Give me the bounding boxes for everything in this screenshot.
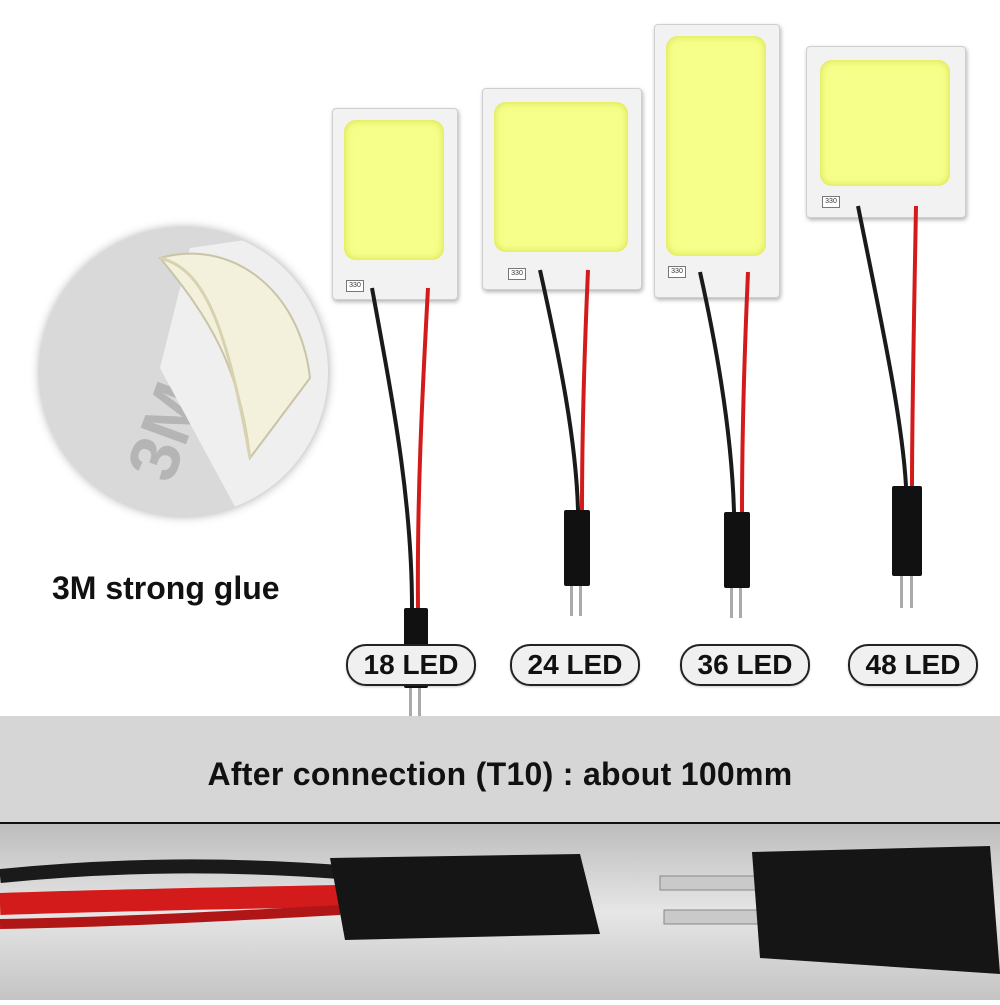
- led-panel-24: 330: [482, 88, 642, 290]
- led-chip: [344, 120, 444, 260]
- resistor-marking: 330: [668, 266, 686, 278]
- led-panel-36: 330: [654, 24, 780, 298]
- peeled-sticker-icon: 3M: [40, 228, 328, 516]
- resistor-marking: 330: [346, 280, 364, 292]
- led-chip: [494, 102, 628, 252]
- connection-banner-text: After connection (T10) : about 100mm: [207, 756, 793, 792]
- resistor-marking: 330: [822, 196, 840, 208]
- connector-plug: [564, 510, 590, 586]
- connector-pin: [663, 909, 770, 925]
- glue-sticker-image: 3M: [40, 228, 328, 516]
- connector-plug: [892, 486, 922, 576]
- glue-caption: 3M strong glue: [52, 570, 280, 606]
- led-chip: [820, 60, 950, 186]
- connector-closeup-illustration: [0, 846, 1000, 974]
- resistor-marking: 330: [508, 268, 526, 280]
- label-18-led: 18 LED: [346, 644, 476, 686]
- label-24-led: 24 LED: [510, 644, 640, 686]
- connector-closeup-image: [0, 824, 1000, 1000]
- led-panel-48: 330: [806, 46, 966, 218]
- connection-banner: [0, 716, 1000, 824]
- wires-36: [698, 271, 750, 618]
- connector-pin: [659, 875, 766, 891]
- led-panel-18: 330: [332, 108, 458, 718]
- wires-48: [856, 205, 922, 608]
- label-48-led: 48 LED: [848, 644, 978, 686]
- female-connector: [330, 854, 600, 940]
- connector-plug: [724, 512, 750, 588]
- male-connector: [752, 846, 1000, 974]
- label-36-led: 36 LED: [680, 644, 810, 686]
- led-chip: [666, 36, 766, 256]
- wires-24: [538, 269, 590, 616]
